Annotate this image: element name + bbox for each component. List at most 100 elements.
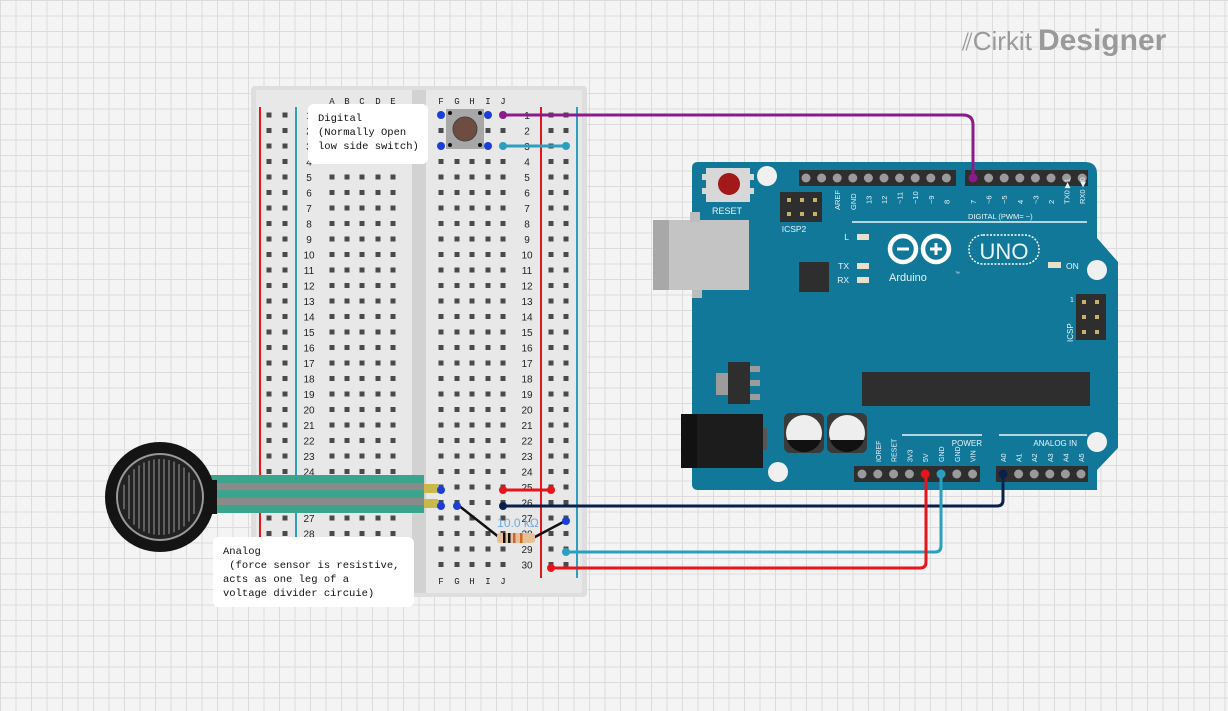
digital-header-pin[interactable] bbox=[1062, 173, 1072, 183]
breadboard-hole[interactable] bbox=[329, 205, 335, 211]
breadboard-hole[interactable] bbox=[282, 515, 288, 521]
breadboard-hole[interactable] bbox=[438, 221, 444, 226]
breadboard-hole[interactable] bbox=[329, 174, 335, 180]
breadboard-hole[interactable] bbox=[266, 236, 272, 242]
breadboard-hole[interactable] bbox=[469, 236, 475, 242]
breadboard-hole[interactable] bbox=[548, 515, 554, 521]
connection-point[interactable] bbox=[484, 142, 492, 150]
breadboard-hole[interactable] bbox=[548, 159, 554, 164]
breadboard-hole[interactable] bbox=[454, 391, 460, 397]
power-header-pin[interactable] bbox=[968, 469, 978, 479]
breadboard-hole[interactable] bbox=[500, 329, 506, 335]
breadboard-hole[interactable] bbox=[375, 453, 381, 459]
digital-header-pin[interactable] bbox=[863, 173, 873, 183]
breadboard-hole[interactable] bbox=[438, 205, 444, 211]
breadboard-hole[interactable] bbox=[359, 329, 365, 335]
breadboard-hole[interactable] bbox=[282, 438, 288, 443]
breadboard-hole[interactable] bbox=[266, 453, 272, 459]
breadboard-hole[interactable] bbox=[359, 283, 365, 288]
connection-point[interactable] bbox=[499, 111, 507, 119]
breadboard-hole[interactable] bbox=[282, 453, 288, 459]
breadboard-hole[interactable] bbox=[548, 469, 554, 474]
connection-point[interactable] bbox=[547, 486, 555, 494]
breadboard-hole[interactable] bbox=[266, 252, 272, 257]
breadboard-hole[interactable] bbox=[469, 159, 475, 164]
digital-header-pin[interactable] bbox=[910, 173, 920, 183]
breadboard-hole[interactable] bbox=[282, 360, 288, 366]
breadboard-hole[interactable] bbox=[500, 159, 506, 164]
breadboard-hole[interactable] bbox=[563, 236, 569, 242]
breadboard-hole[interactable] bbox=[282, 469, 288, 474]
breadboard-hole[interactable] bbox=[390, 190, 396, 195]
connection-point[interactable] bbox=[499, 486, 507, 494]
breadboard-hole[interactable] bbox=[485, 515, 491, 521]
digital-header-pin[interactable] bbox=[879, 173, 889, 183]
breadboard-hole[interactable] bbox=[438, 345, 444, 350]
breadboard-hole[interactable] bbox=[266, 407, 272, 412]
breadboard-hole[interactable] bbox=[329, 267, 335, 273]
breadboard-hole[interactable] bbox=[469, 190, 475, 195]
breadboard-hole[interactable] bbox=[375, 205, 381, 211]
breadboard-hole[interactable] bbox=[563, 422, 569, 428]
breadboard-hole[interactable] bbox=[500, 298, 506, 304]
breadboard-hole[interactable] bbox=[344, 252, 350, 257]
breadboard-hole[interactable] bbox=[375, 515, 381, 521]
breadboard-hole[interactable] bbox=[563, 190, 569, 195]
breadboard-hole[interactable] bbox=[329, 252, 335, 257]
breadboard-hole[interactable] bbox=[344, 515, 350, 521]
breadboard-hole[interactable] bbox=[266, 345, 272, 350]
breadboard-hole[interactable] bbox=[266, 159, 272, 164]
resistor[interactable] bbox=[457, 504, 568, 543]
breadboard-hole[interactable] bbox=[469, 329, 475, 335]
breadboard-hole[interactable] bbox=[375, 469, 381, 474]
breadboard-hole[interactable] bbox=[469, 453, 475, 459]
breadboard-hole[interactable] bbox=[329, 469, 335, 474]
breadboard-hole[interactable] bbox=[454, 453, 460, 459]
breadboard-hole[interactable] bbox=[359, 236, 365, 242]
breadboard-hole[interactable] bbox=[282, 190, 288, 195]
breadboard-hole[interactable] bbox=[454, 360, 460, 366]
breadboard-hole[interactable] bbox=[485, 360, 491, 366]
analog-header-pin[interactable] bbox=[1060, 469, 1070, 479]
breadboard-hole[interactable] bbox=[282, 531, 288, 536]
breadboard-hole[interactable] bbox=[266, 422, 272, 428]
breadboard-hole[interactable] bbox=[344, 329, 350, 335]
breadboard-hole[interactable] bbox=[485, 391, 491, 397]
breadboard-hole[interactable] bbox=[485, 205, 491, 211]
breadboard-hole[interactable] bbox=[500, 174, 506, 180]
breadboard-hole[interactable] bbox=[390, 453, 396, 459]
breadboard-hole[interactable] bbox=[485, 267, 491, 273]
breadboard-hole[interactable] bbox=[375, 531, 381, 536]
breadboard-hole[interactable] bbox=[282, 422, 288, 428]
breadboard-hole[interactable] bbox=[344, 531, 350, 536]
breadboard-hole[interactable] bbox=[485, 376, 491, 381]
breadboard-hole[interactable] bbox=[266, 283, 272, 288]
breadboard-hole[interactable] bbox=[375, 267, 381, 273]
breadboard-hole[interactable] bbox=[344, 205, 350, 211]
breadboard-hole[interactable] bbox=[454, 314, 460, 319]
digital-header-pin[interactable] bbox=[984, 173, 994, 183]
breadboard-hole[interactable] bbox=[438, 329, 444, 335]
breadboard-hole[interactable] bbox=[500, 190, 506, 195]
breadboard-hole[interactable] bbox=[500, 221, 506, 226]
breadboard-hole[interactable] bbox=[454, 546, 460, 552]
breadboard-hole[interactable] bbox=[548, 376, 554, 381]
breadboard-hole[interactable] bbox=[454, 376, 460, 381]
breadboard-hole[interactable] bbox=[390, 205, 396, 211]
breadboard-hole[interactable] bbox=[359, 438, 365, 443]
breadboard-hole[interactable] bbox=[485, 190, 491, 195]
breadboard-hole[interactable] bbox=[500, 407, 506, 412]
breadboard-hole[interactable] bbox=[548, 329, 554, 335]
breadboard-hole[interactable] bbox=[563, 469, 569, 474]
breadboard-hole[interactable] bbox=[548, 500, 554, 505]
breadboard-hole[interactable] bbox=[375, 283, 381, 288]
breadboard-hole[interactable] bbox=[438, 159, 444, 164]
wire-gnd-to-rail[interactable] bbox=[566, 475, 943, 554]
breadboard-hole[interactable] bbox=[485, 345, 491, 350]
breadboard-hole[interactable] bbox=[454, 298, 460, 304]
digital-header-pin[interactable] bbox=[1077, 173, 1087, 183]
digital-header-pin[interactable] bbox=[1015, 173, 1025, 183]
breadboard-hole[interactable] bbox=[282, 252, 288, 257]
breadboard-hole[interactable] bbox=[469, 314, 475, 319]
breadboard-hole[interactable] bbox=[282, 112, 288, 118]
